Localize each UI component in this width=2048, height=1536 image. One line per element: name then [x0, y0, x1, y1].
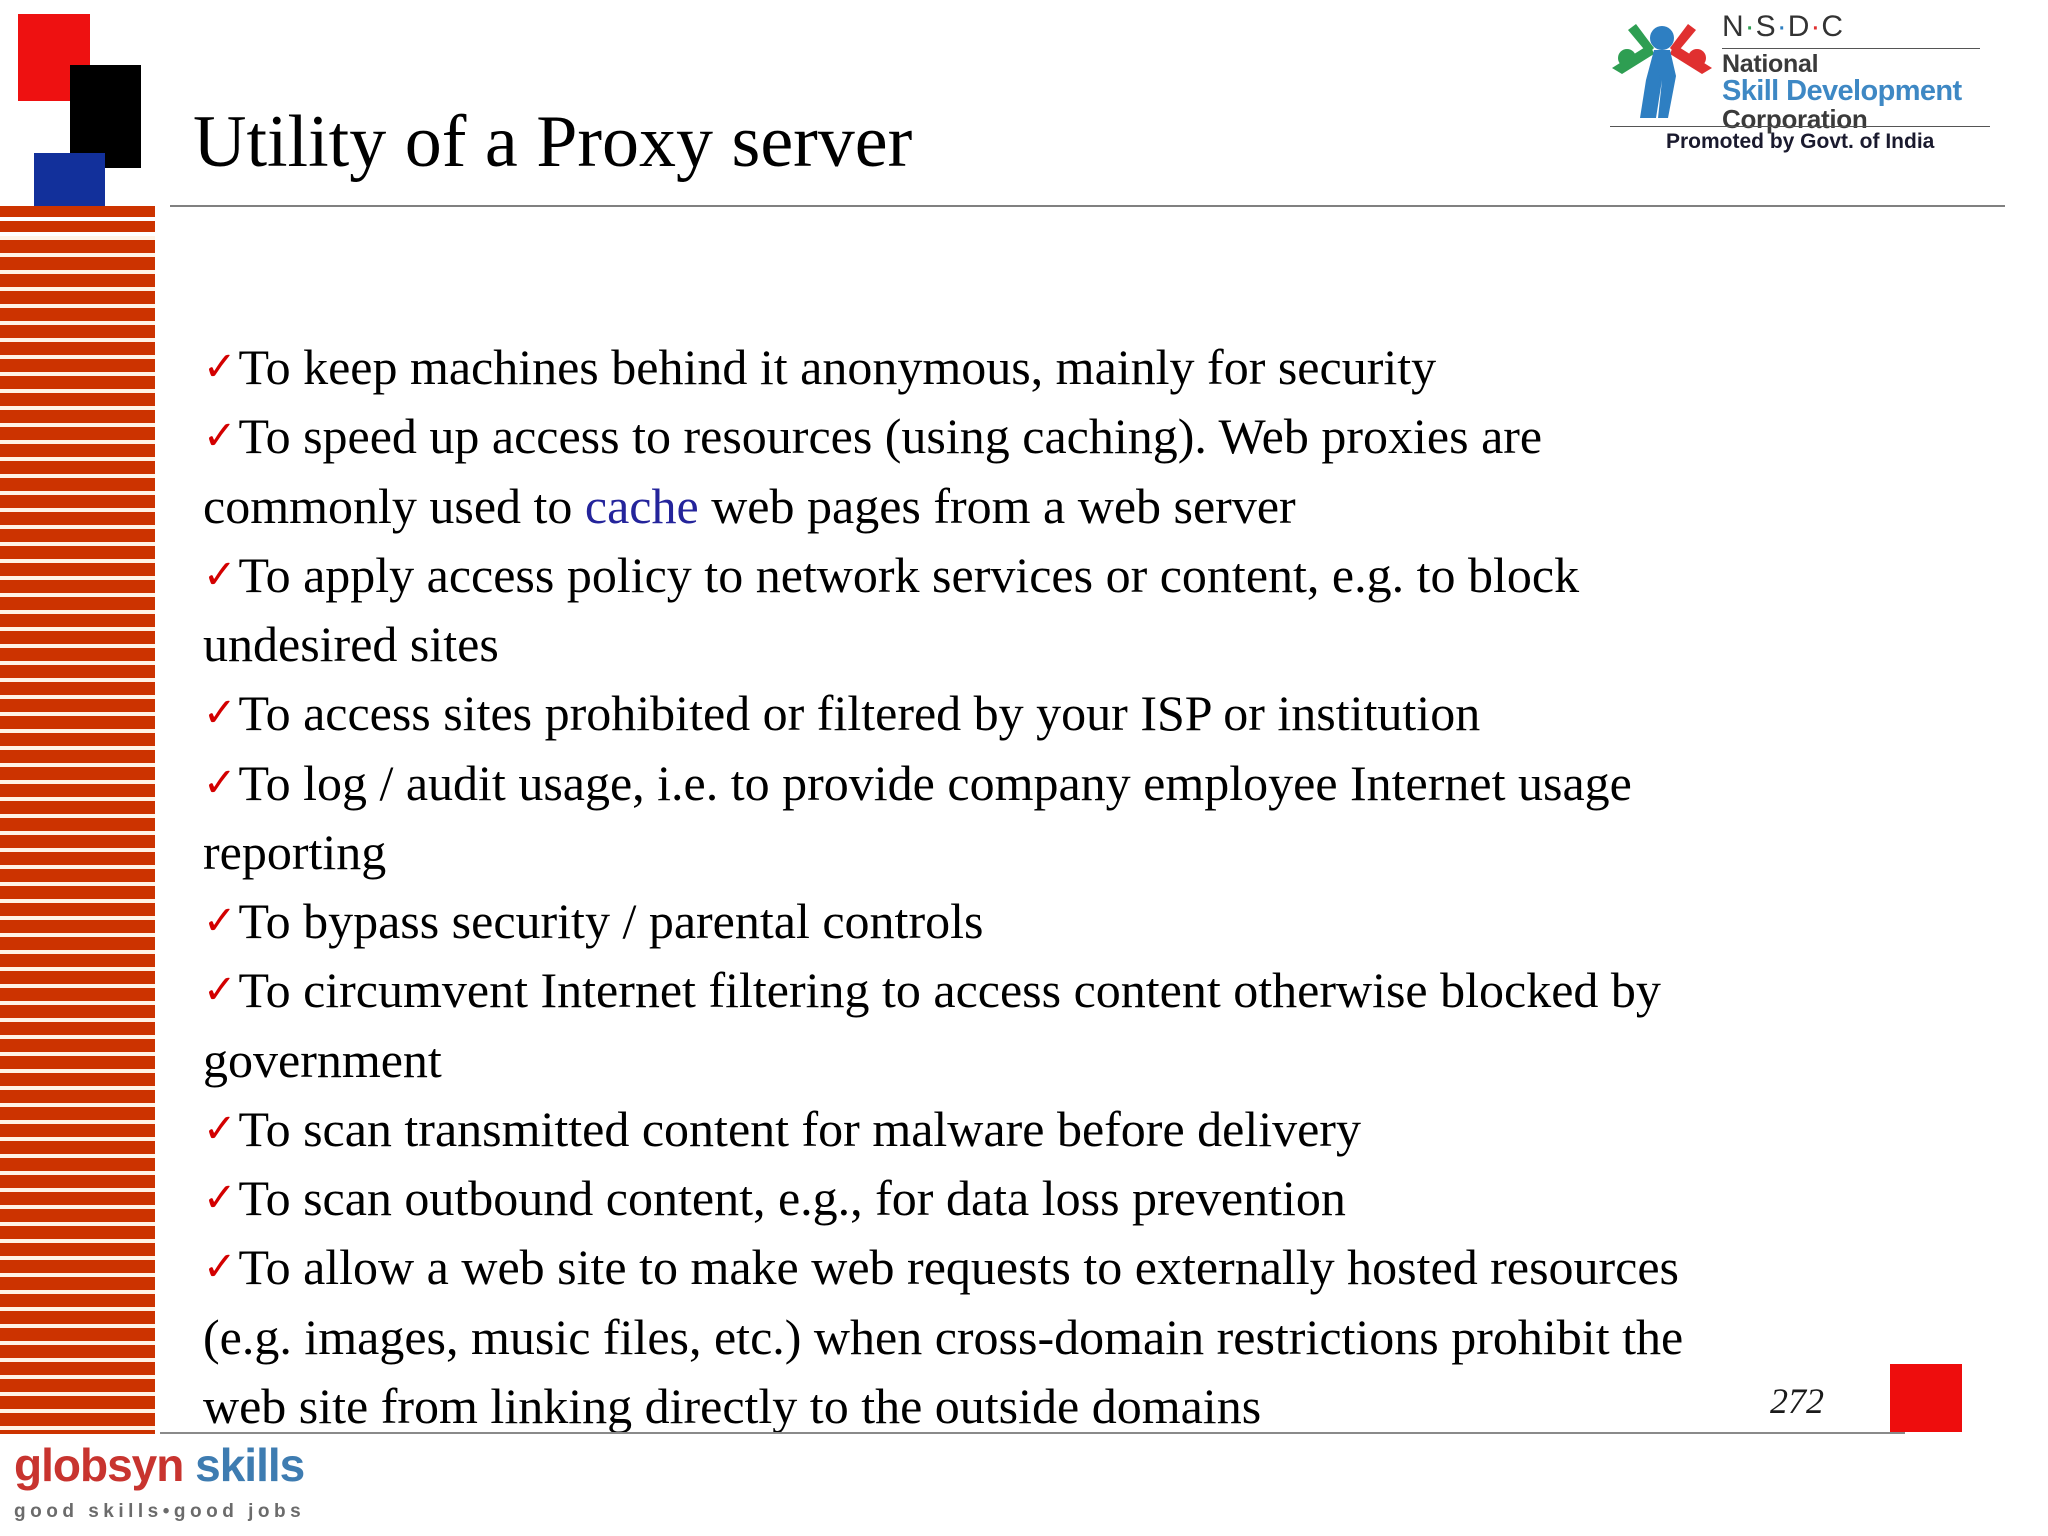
- page-number: 272: [1770, 1381, 1824, 1421]
- nsdc-line-national: National: [1722, 49, 1819, 78]
- footer-divider: [160, 1432, 1905, 1434]
- nsdc-logo: N·S·D·C National Skill Development Corpo…: [1610, 8, 1990, 153]
- check-icon: ✓: [203, 1175, 237, 1221]
- nsdc-dot-green: ·: [1744, 10, 1756, 43]
- bullet-text: web site from linking directly to the ou…: [203, 1377, 1262, 1434]
- bullet-line-7: reporting: [203, 818, 1963, 887]
- check-icon: ✓: [203, 898, 237, 944]
- check-icon: ✓: [203, 690, 237, 737]
- bullet-text: To speed up access to resources (using c…: [238, 408, 1543, 465]
- nsdc-divider-top: [1722, 47, 1980, 49]
- check-icon: ✓: [203, 759, 237, 806]
- bullet-line-9: ✓To circumvent Internet filtering to acc…: [203, 956, 1963, 1025]
- bullet-text: To access sites prohibited or filtered b…: [238, 685, 1481, 742]
- globsyn-logo: globsyn skills good skills•good jobs: [14, 1442, 305, 1523]
- bullet-line-15: web site from linking directly to the ou…: [203, 1372, 1963, 1441]
- slide-body: ✓To keep machines behind it anonymous, m…: [203, 333, 1963, 1441]
- bullet-text: To allow a web site to make web requests…: [238, 1239, 1680, 1296]
- cache-link[interactable]: cache: [584, 477, 699, 534]
- bullet-text: To circumvent Internet filtering to acce…: [238, 962, 1661, 1019]
- bullet-line-13: ✓To allow a web site to make web request…: [203, 1233, 1963, 1302]
- bullet-line-6: ✓To log / audit usage, i.e. to provide c…: [203, 749, 1963, 818]
- bullet-line-1: ✓To speed up access to resources (using …: [203, 402, 1963, 471]
- bullet-text-after-link: web pages from a web server: [698, 477, 1296, 534]
- nsdc-letter-n: N: [1722, 10, 1745, 43]
- globsyn-tagline: good skills•good jobs: [14, 1501, 306, 1522]
- bullet-text: To log / audit usage, i.e. to provide co…: [238, 754, 1632, 811]
- bullet-line-2: commonly used to cache web pages from a …: [203, 472, 1963, 541]
- slide-title: Utility of a Proxy server: [193, 101, 913, 183]
- nsdc-dot-blue: ·: [1776, 10, 1788, 43]
- bullet-line-3: ✓To apply access policy to network servi…: [203, 541, 1963, 610]
- bullet-text: To keep machines behind it anonymous, ma…: [238, 339, 1437, 395]
- check-icon: ✓: [203, 344, 237, 390]
- bullet-text: government: [203, 1031, 442, 1088]
- globsyn-wordmark: globsyn skills: [14, 1442, 305, 1488]
- nsdc-letter-c: C: [1821, 10, 1845, 43]
- bullet-text: undesired sites: [203, 616, 499, 672]
- check-icon: ✓: [203, 1244, 237, 1291]
- check-icon: ✓: [203, 1105, 237, 1152]
- bullet-text: To apply access policy to network servic…: [238, 546, 1580, 603]
- bullet-text: To scan outbound content, e.g., for data…: [238, 1170, 1346, 1226]
- nsdc-letter-s: S: [1755, 10, 1777, 43]
- bullet-line-12: ✓To scan outbound content, e.g., for dat…: [203, 1164, 1963, 1233]
- bullet-line-5: ✓To access sites prohibited or filtered …: [203, 679, 1963, 748]
- nsdc-wordmark: N·S·D·C National Skill Development Corpo…: [1722, 8, 1990, 132]
- bullet-line-8: ✓To bypass security / parental controls: [203, 887, 1963, 956]
- decor-square-corner-red: [1890, 1364, 1962, 1432]
- nsdc-letter-d: D: [1787, 10, 1811, 43]
- bullet-line-0: ✓To keep machines behind it anonymous, m…: [203, 333, 1963, 402]
- nsdc-people-icon: [1612, 24, 1712, 118]
- nsdc-promoted-by: Promoted by Govt. of India: [1666, 130, 1935, 153]
- bullet-text: To scan transmitted content for malware …: [238, 1100, 1361, 1157]
- check-icon: ✓: [203, 551, 237, 598]
- globsyn-word-primary: globsyn: [14, 1439, 184, 1491]
- bullet-line-11: ✓To scan transmitted content for malware…: [203, 1095, 1963, 1164]
- bullet-line-10: government: [203, 1026, 1963, 1095]
- nsdc-acronym: N·S·D·C: [1722, 8, 1990, 46]
- decor-square-black: [70, 65, 141, 168]
- nsdc-line-corp: Corporation: [1722, 103, 1868, 134]
- nsdc-divider-bottom: [1610, 126, 1990, 127]
- check-icon: ✓: [203, 413, 237, 460]
- nsdc-dot-red: ·: [1810, 10, 1822, 43]
- left-stripe-band: [0, 206, 155, 1434]
- bullet-text: (e.g. images, music files, etc.) when cr…: [203, 1308, 1684, 1365]
- bullet-line-14: (e.g. images, music files, etc.) when cr…: [203, 1303, 1963, 1372]
- bullet-text: To bypass security / parental controls: [238, 893, 984, 949]
- title-divider: [170, 205, 2005, 207]
- bullet-text-before-link: commonly used to: [203, 477, 585, 534]
- globsyn-word-secondary: skills: [195, 1439, 305, 1491]
- bullet-line-4: undesired sites: [203, 610, 1963, 679]
- left-stripe-band-header: [0, 206, 155, 236]
- bullet-text: reporting: [203, 823, 387, 880]
- check-icon: ✓: [203, 967, 237, 1014]
- nsdc-line-skill-dev: Skill Development: [1722, 74, 1962, 107]
